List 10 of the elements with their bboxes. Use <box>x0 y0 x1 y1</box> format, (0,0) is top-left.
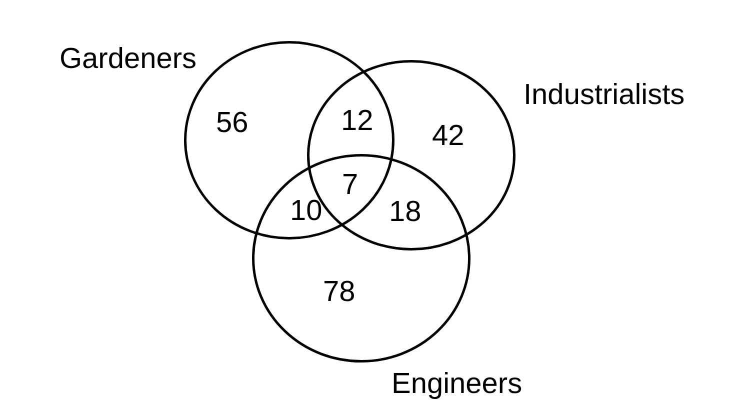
region-count: 10 <box>290 196 322 228</box>
region-count: 78 <box>323 277 356 309</box>
set-label: Industrialists <box>524 80 685 112</box>
region-count: 7 <box>342 170 358 202</box>
region-count: 42 <box>432 121 464 153</box>
set-label: Engineers <box>392 369 522 401</box>
region-count: 56 <box>216 108 248 140</box>
set-label: Gardeners <box>60 44 197 76</box>
region-count: 18 <box>389 197 422 229</box>
region-count: 12 <box>341 106 374 138</box>
